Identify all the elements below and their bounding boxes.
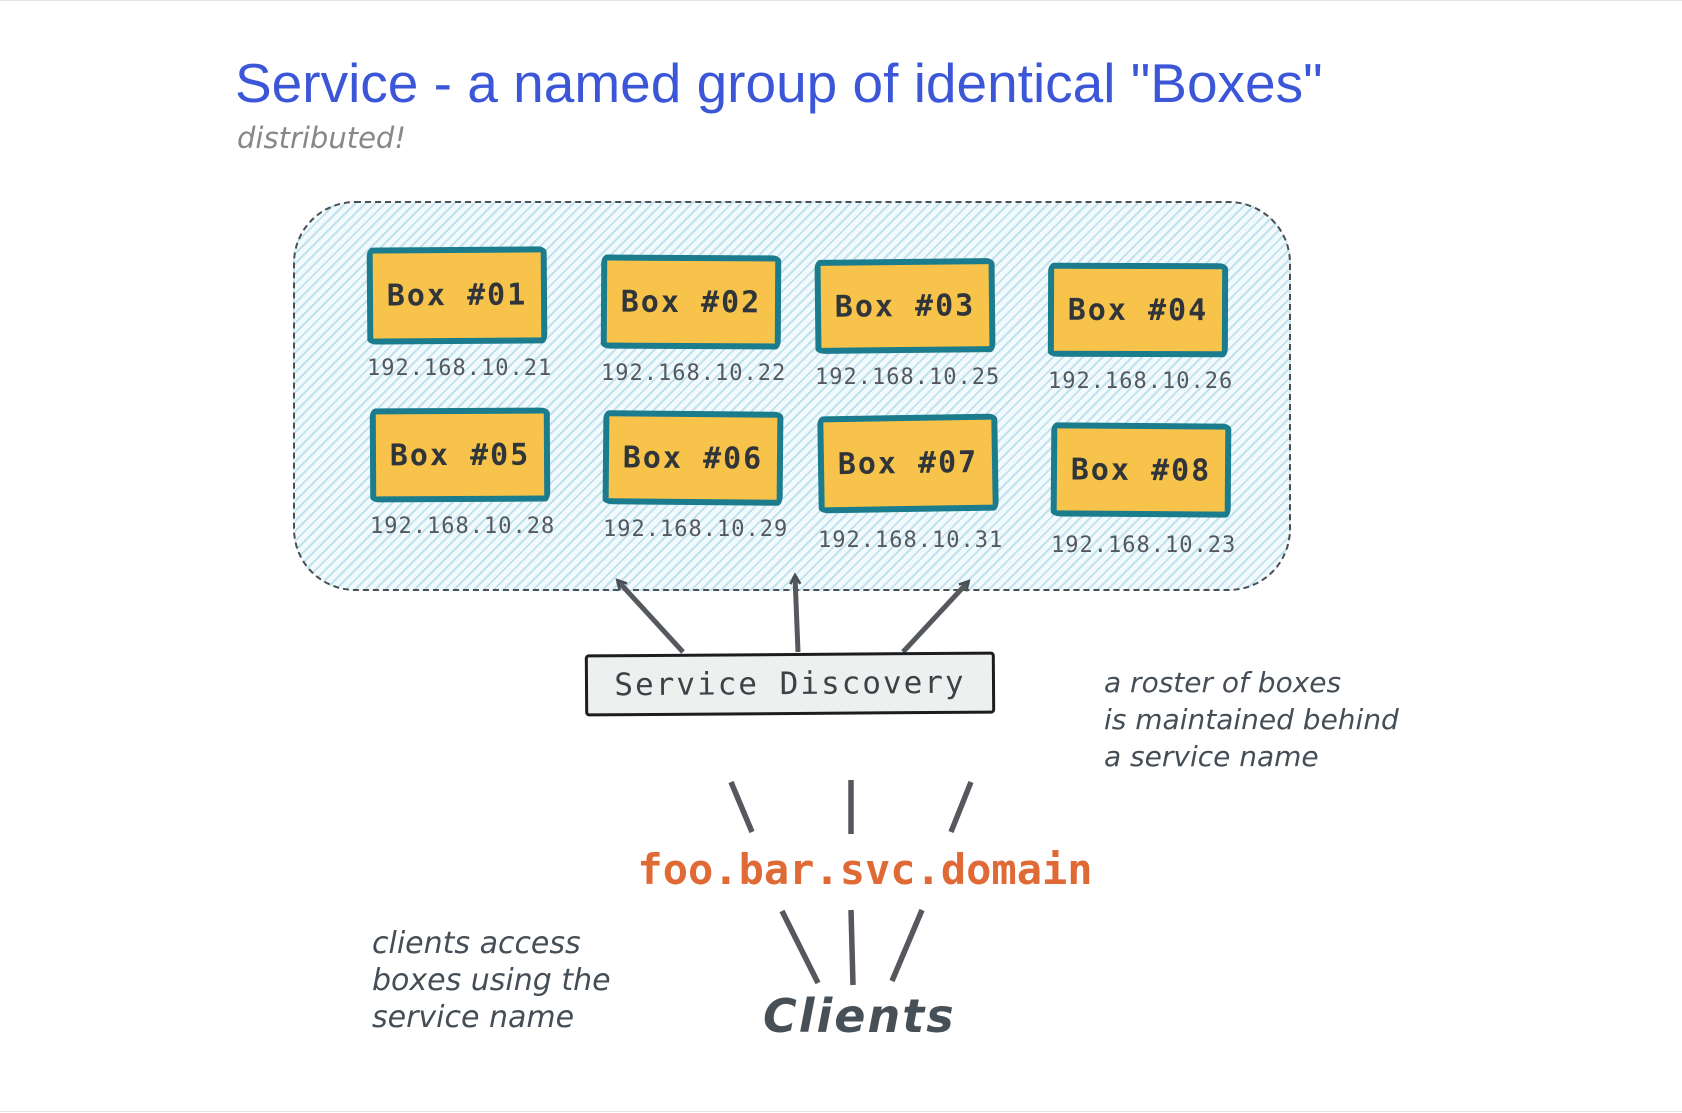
roster-annotation-line: a service name bbox=[1104, 740, 1319, 773]
service-box-cell: Box #03 192.168.10.25 bbox=[814, 258, 1001, 390]
arrow-left bbox=[615, 578, 685, 654]
service-box-cell: Box #07 192.168.10.31 bbox=[817, 413, 1004, 553]
service-box: Box #02 bbox=[600, 254, 782, 350]
service-box: Box #07 bbox=[817, 413, 999, 514]
service-box-ip: 192.168.10.22 bbox=[601, 361, 787, 386]
service-box: Box #03 bbox=[814, 258, 996, 354]
service-box: Box #01 bbox=[366, 246, 548, 345]
service-box: Box #06 bbox=[602, 410, 784, 506]
service-box: Box #08 bbox=[1050, 422, 1232, 518]
service-box-ip: 192.168.10.21 bbox=[367, 356, 553, 381]
service-cluster-container: Box #01 192.168.10.21 Box #02 192.168.10.22… bbox=[293, 201, 1291, 591]
service-box-cell: Box #02 192.168.10.22 bbox=[600, 254, 787, 386]
arrow-right bbox=[901, 579, 971, 654]
discovery-to-name-ticks bbox=[728, 780, 974, 834]
clients-annotation: clients access boxes using the service n… bbox=[372, 925, 611, 1036]
page-title: Service - a named group of identical "Bo… bbox=[235, 52, 1323, 114]
clients-annotation-line: service name bbox=[372, 1000, 575, 1035]
clients-annotation-line: boxes using the bbox=[372, 963, 611, 998]
service-box-ip: 192.168.10.26 bbox=[1048, 369, 1234, 394]
service-box-cell: Box #06 192.168.10.29 bbox=[602, 410, 789, 542]
roster-annotation-line: a roster of boxes bbox=[1104, 666, 1342, 699]
service-box-ip: 192.168.10.23 bbox=[1051, 533, 1237, 558]
service-box-cell: Box #05 192.168.10.28 bbox=[369, 407, 556, 539]
roster-annotation-line: is maintained behind bbox=[1104, 703, 1399, 736]
roster-annotation: a roster of boxes is maintained behind a… bbox=[1104, 664, 1399, 775]
service-box: Box #05 bbox=[369, 407, 551, 503]
clients-label: Clients bbox=[763, 989, 956, 1043]
service-box-ip: 192.168.10.29 bbox=[603, 517, 789, 542]
service-box-ip: 192.168.10.31 bbox=[818, 528, 1004, 553]
service-box-cell: Box #04 192.168.10.26 bbox=[1047, 262, 1234, 394]
service-box-ip: 192.168.10.25 bbox=[815, 365, 1001, 390]
service-box-cell: Box #01 192.168.10.21 bbox=[366, 246, 553, 381]
service-box-cell: Box #08 192.168.10.23 bbox=[1050, 422, 1237, 558]
service-dns-name: foo.bar.svc.domain bbox=[637, 845, 1093, 894]
service-box: Box #04 bbox=[1047, 262, 1229, 358]
subtitle-distributed: distributed! bbox=[237, 121, 406, 155]
service-box-ip: 192.168.10.28 bbox=[370, 514, 556, 539]
name-to-clients-ticks bbox=[779, 908, 925, 986]
clients-annotation-line: clients access bbox=[372, 926, 581, 961]
service-discovery-box: Service Discovery bbox=[584, 651, 996, 717]
